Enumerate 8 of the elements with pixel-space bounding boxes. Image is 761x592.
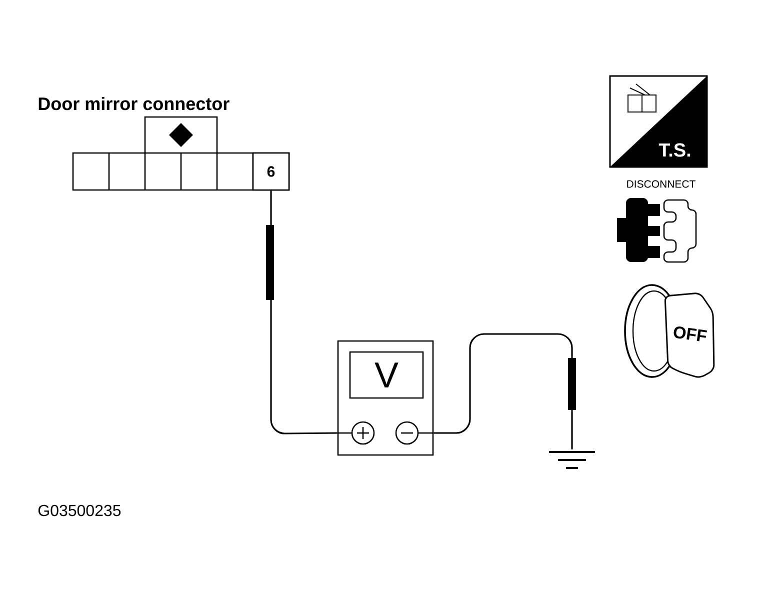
voltmeter: V <box>337 340 434 456</box>
node-label: Door mirror connector <box>38 96 230 110</box>
figure-code: G03500235 <box>38 504 121 516</box>
wire <box>270 190 338 434</box>
ground-symbol <box>549 451 595 469</box>
icon-caption: DISCONNECT <box>627 180 696 188</box>
terminal-cell: 6 <box>252 152 290 191</box>
wire <box>434 333 573 450</box>
